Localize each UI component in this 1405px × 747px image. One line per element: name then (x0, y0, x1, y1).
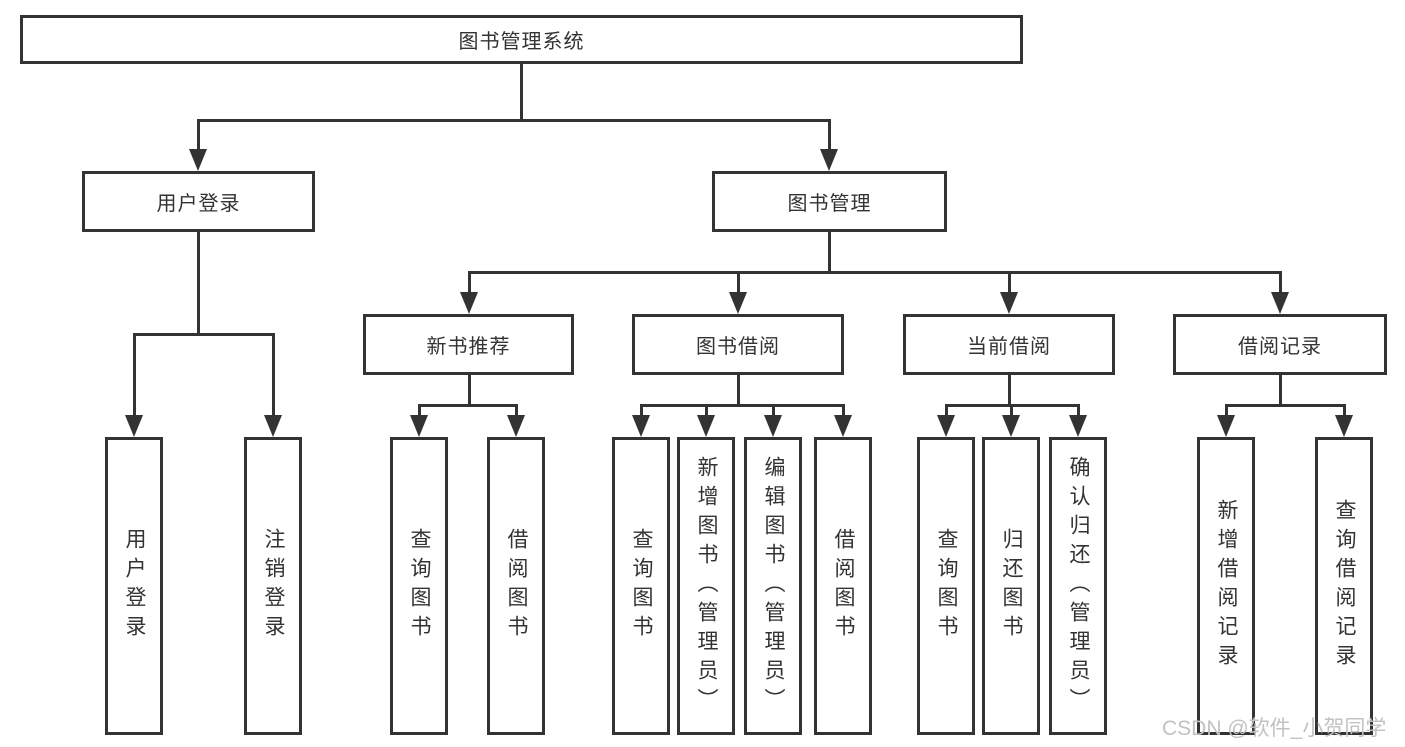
leaf-borrow-edit-admin: 编辑图书（管理员） (744, 437, 802, 735)
arrow-into-current (1000, 292, 1018, 314)
csdn-watermark: CSDN @软件_小贺同学 (1162, 717, 1387, 740)
arrow-into-login-leaf2 (264, 415, 282, 437)
connector-borrow-down (737, 373, 740, 406)
arrow-into-manage (820, 149, 838, 171)
arrow-into-borrow-leaf4 (834, 415, 852, 437)
leaf-current-query: 查询图书 (917, 437, 975, 735)
leaf-records-query: 查询借阅记录 (1315, 437, 1373, 735)
connector-records-leaf1-stem (1225, 404, 1228, 415)
arrow-into-borrow-leaf1 (632, 415, 650, 437)
node-book-manage: 图书管理 (712, 171, 947, 232)
leaf-borrow-add-admin: 新增图书（管理员） (677, 437, 735, 735)
connector-newbook-stem (468, 271, 471, 292)
connector-newbook-leaf2-stem (515, 404, 518, 415)
connector-login-leaf2-stem (272, 333, 275, 415)
connector-borrow-leaf1-stem (640, 404, 643, 415)
arrow-into-newbook-leaf2 (507, 415, 525, 437)
arrow-into-current-leaf3 (1069, 415, 1087, 437)
connector-records-rail (1225, 404, 1345, 407)
leaf-newbook-query: 查询图书 (390, 437, 448, 735)
node-user-login: 用户登录 (82, 171, 315, 232)
connector-login-stem (197, 119, 200, 150)
leaf-current-return: 归还图书 (982, 437, 1040, 735)
connector-login-rail (133, 333, 275, 336)
arrow-into-newbook-leaf1 (410, 415, 428, 437)
connector-l2-rail (197, 119, 831, 122)
arrow-into-login (189, 149, 207, 171)
leaf-current-confirm-admin: 确认归还（管理员） (1049, 437, 1107, 735)
node-book-borrow: 图书借阅 (632, 314, 844, 375)
connector-manage-down (828, 230, 831, 273)
arrow-into-records (1271, 292, 1289, 314)
connector-newbook-leaf1-stem (418, 404, 421, 415)
connector-borrow-stem (737, 271, 740, 292)
arrow-into-borrow (729, 292, 747, 314)
connector-newbook-rail (418, 404, 517, 407)
leaf-borrow-query: 查询图书 (612, 437, 670, 735)
connector-records-leaf2-stem (1343, 404, 1346, 415)
connector-records-down (1279, 373, 1282, 406)
arrow-into-newbook (460, 292, 478, 314)
connector-manage-stem (828, 119, 831, 150)
connector-borrow-leaf3-stem (772, 404, 775, 415)
leaf-user-login: 用户登录 (105, 437, 163, 735)
connector-borrow-leaf4-stem (842, 404, 845, 415)
connector-borrow-rail (640, 404, 844, 407)
connector-borrow-leaf2-stem (705, 404, 708, 415)
connector-records-stem (1279, 271, 1282, 292)
arrow-into-records-leaf1 (1217, 415, 1235, 437)
connector-current-leaf2-stem (1010, 404, 1013, 415)
arrow-into-current-leaf2 (1002, 415, 1020, 437)
connector-current-leaf3-stem (1077, 404, 1080, 415)
connector-login-down (197, 230, 200, 335)
connector-newbook-down (468, 373, 471, 406)
arrow-into-borrow-leaf2 (697, 415, 715, 437)
leaf-logout: 注销登录 (244, 437, 302, 735)
arrow-into-borrow-leaf3 (764, 415, 782, 437)
connector-current-down (1008, 373, 1011, 406)
connector-current-leaf1-stem (945, 404, 948, 415)
arrow-into-current-leaf1 (937, 415, 955, 437)
arrow-into-records-leaf2 (1335, 415, 1353, 437)
node-current-borrow: 当前借阅 (903, 314, 1115, 375)
connector-root-stub (520, 63, 523, 121)
node-borrow-records: 借阅记录 (1173, 314, 1387, 375)
leaf-borrow-borrow: 借阅图书 (814, 437, 872, 735)
connector-current-stem (1008, 271, 1011, 292)
connector-l3-rail (468, 271, 1281, 274)
leaf-records-add: 新增借阅记录 (1197, 437, 1255, 735)
node-new-book: 新书推荐 (363, 314, 574, 375)
arrow-into-login-leaf1 (125, 415, 143, 437)
leaf-newbook-borrow: 借阅图书 (487, 437, 545, 735)
node-root: 图书管理系统 (20, 15, 1023, 64)
connector-login-leaf1-stem (133, 333, 136, 415)
